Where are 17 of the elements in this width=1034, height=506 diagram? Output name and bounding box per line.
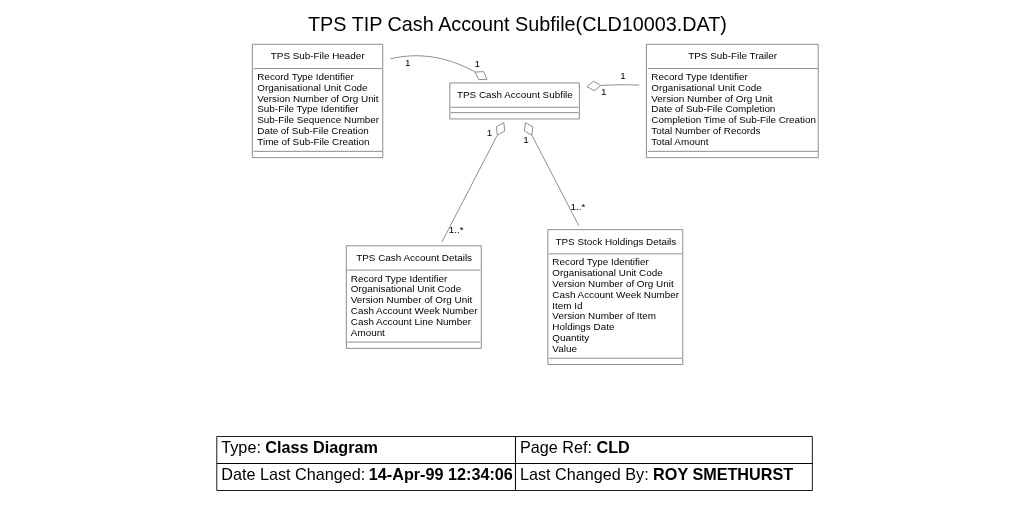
connector <box>523 122 579 227</box>
label: 1 <box>404 56 411 68</box>
label: Type: Class Diagram <box>220 438 378 457</box>
label: 1 <box>600 86 606 98</box>
label: Date Last Changed: 14-Apr-99 12:34:06 <box>220 465 513 484</box>
label: 1..* <box>570 201 585 213</box>
label: Last Changed By: ROY SMETHURST <box>519 465 793 484</box>
connector <box>585 80 640 92</box>
label: 1..* <box>448 224 464 236</box>
label: 1 <box>473 57 480 69</box>
connector <box>441 122 505 243</box>
label: Page Ref: CLD <box>519 438 630 457</box>
label: 1 <box>619 70 626 82</box>
label: 1 <box>486 127 492 139</box>
label: 1 <box>522 134 529 146</box>
connector <box>389 55 488 81</box>
diagram-title: TPS TIP Cash Account Subfile(CLD10003.DAT) <box>307 13 727 36</box>
